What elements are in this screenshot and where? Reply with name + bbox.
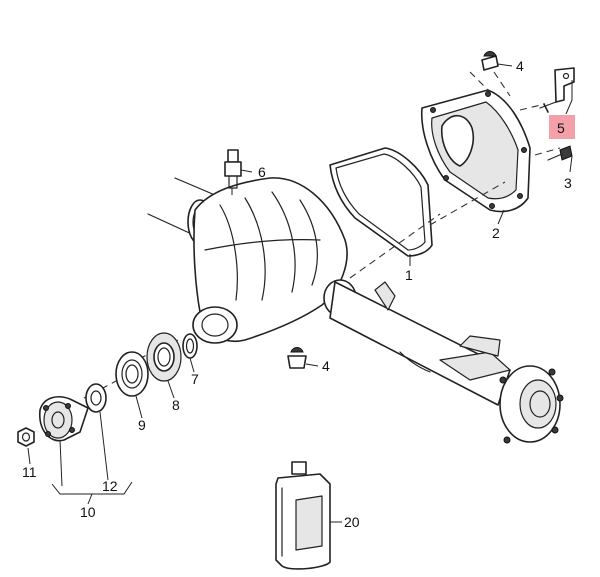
- callout-5: 5: [557, 120, 565, 136]
- hub-flange: [499, 365, 564, 444]
- part-20-oil-bottle: [275, 461, 331, 570]
- callout-5-highlight: [549, 115, 575, 139]
- part-4-plug-bottom: [287, 347, 307, 369]
- callout-6: 6: [258, 164, 266, 180]
- part-2-cover: [420, 89, 531, 213]
- callout-8: 8: [172, 397, 180, 413]
- callout-11: 11: [22, 464, 37, 480]
- callout-7: 7: [191, 371, 199, 387]
- leader-lines: [27, 63, 573, 523]
- callout-10: 10: [80, 504, 96, 520]
- part-12-washer: [85, 383, 107, 413]
- part-5-bracket: [539, 67, 575, 113]
- part-1-gasket: [329, 147, 433, 257]
- drive-flange: [39, 396, 89, 442]
- callout-9: 9: [138, 417, 146, 433]
- part-11-nut: [17, 427, 35, 447]
- part-6-breather: [224, 149, 242, 189]
- callout-4-top: 4: [516, 58, 524, 74]
- callout-12: 12: [102, 478, 118, 494]
- callout-4-bottom: 4: [322, 358, 330, 374]
- callout-2: 2: [492, 225, 500, 241]
- callout-20: 20: [344, 514, 360, 530]
- part-7-seal: [182, 333, 198, 359]
- part-8-bearing: [146, 332, 182, 382]
- part-4-plug-top: [481, 51, 499, 71]
- callout-3: 3: [564, 175, 572, 191]
- callout-1: 1: [405, 267, 413, 283]
- part-9-shaft-seal: [115, 351, 149, 397]
- right-axle-tube: [329, 281, 511, 406]
